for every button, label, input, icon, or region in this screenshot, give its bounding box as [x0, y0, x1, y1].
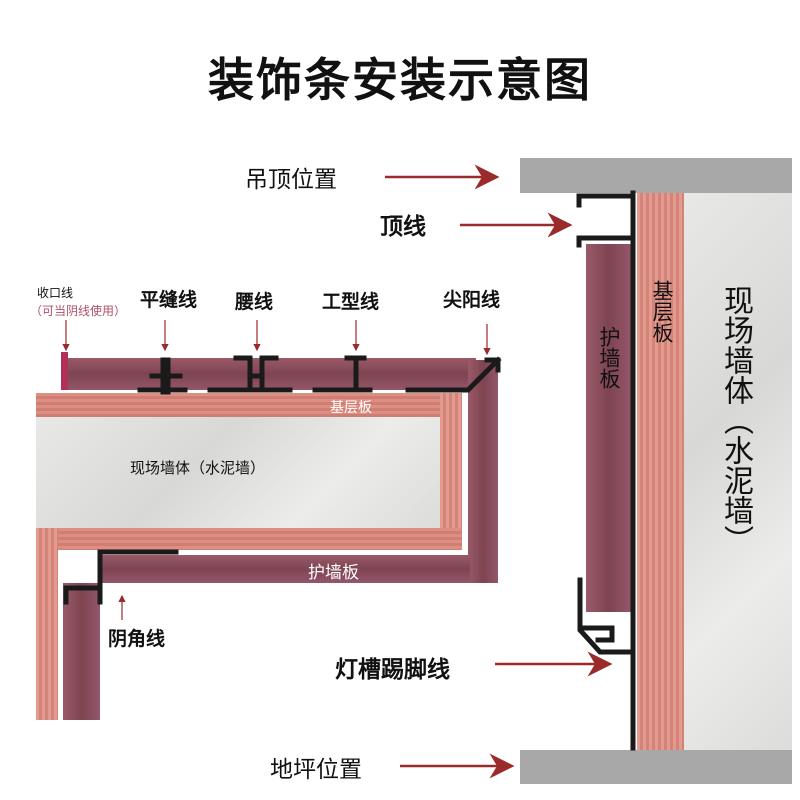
- left-base-right: [440, 393, 462, 550]
- right-base-board: [637, 193, 684, 750]
- right-panel-label: 护墙板: [597, 326, 621, 389]
- right-wall-panel: [586, 244, 631, 612]
- closing-line-profile: [61, 352, 68, 390]
- closing-line-label: 收口线: [37, 286, 74, 300]
- floor-bar: [520, 750, 792, 784]
- left-wall-label: 现场墙体（水泥墙）: [130, 459, 266, 477]
- left-base-top: [36, 393, 462, 417]
- right-wall-label: 现场墙体（水泥墙）: [718, 285, 753, 555]
- right-wall: [684, 193, 792, 750]
- inner-corner-profile: [63, 549, 179, 605]
- sharp-corner-profile: [405, 356, 502, 393]
- skirting-profile: [577, 577, 636, 655]
- i-type-label: 工型线: [322, 291, 380, 313]
- left-wall: [36, 417, 440, 528]
- left-panel-right: [468, 360, 498, 583]
- right-base-label: 基层板: [650, 280, 674, 343]
- waist-line-label: 腰线: [235, 291, 274, 313]
- left-base-left: [36, 528, 58, 720]
- floor-label: 地坪位置: [270, 757, 362, 783]
- skirting-label: 灯槽踢脚线: [335, 657, 450, 683]
- ceiling-label: 吊顶位置: [245, 167, 337, 193]
- page-title: 装饰条安装示意图: [208, 53, 592, 107]
- closing-line-note: （可当阴线使用）: [30, 304, 127, 318]
- top-line-profile: [576, 193, 636, 248]
- waist-line-profile: [207, 355, 293, 393]
- left-panel-label: 护墙板: [308, 563, 359, 583]
- left-panel-left: [63, 583, 100, 720]
- inner-corner-label: 阴角线: [108, 628, 166, 650]
- flat-seam-label: 平缝线: [140, 289, 198, 311]
- ceiling-bar: [520, 158, 792, 193]
- flat-seam-profile: [137, 357, 188, 395]
- left-panel-bottom: [100, 555, 470, 583]
- i-type-profile: [312, 355, 373, 393]
- sharp-corner-label: 尖阳线: [443, 289, 501, 311]
- left-base-label: 基层板: [330, 400, 372, 416]
- left-panel-top: [66, 358, 476, 390]
- left-base-bottom: [36, 528, 462, 550]
- top-line-label: 顶线: [380, 214, 426, 240]
